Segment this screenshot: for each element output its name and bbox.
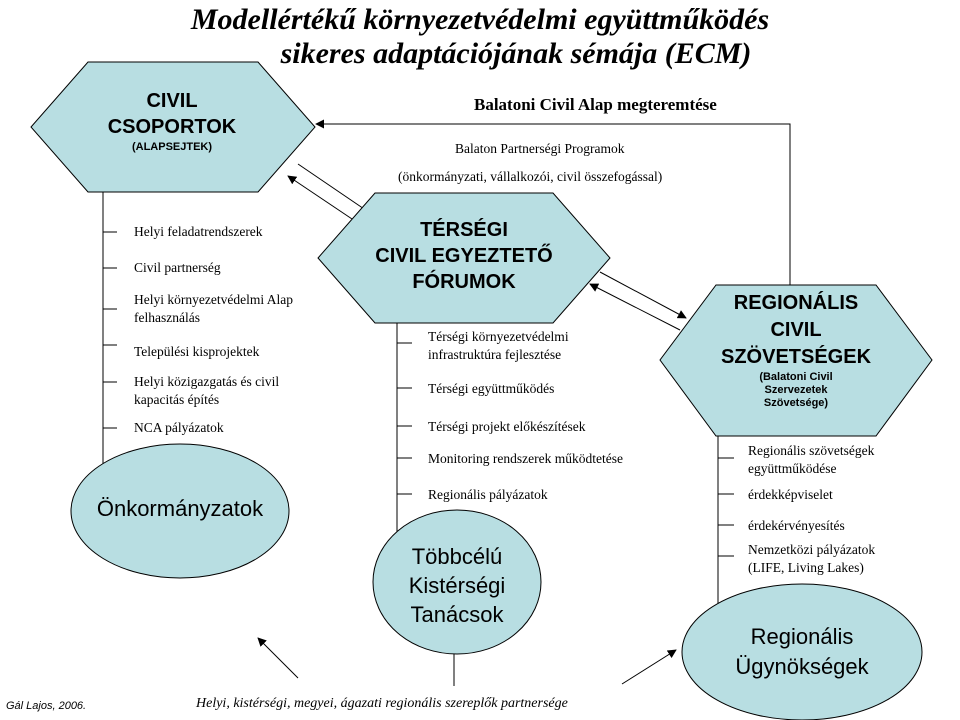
right-item: Regionális szövetségek	[748, 443, 875, 458]
civil-groups-hexagon	[30, 61, 316, 193]
civil-groups-line2: CSOPORTOK	[107, 116, 237, 138]
footer-caption: Helyi, kistérségi, megyei, ágazati regio…	[196, 696, 568, 711]
municipalities-oval	[70, 443, 290, 579]
microregion-councils-label: Többcélú Kistérségi Tanácsok	[380, 542, 534, 629]
regional-federations-label: REGIONÁLIS CIVIL SZÖVETSÉGEK (Balatoni C…	[666, 290, 926, 410]
forum-line1: TÉRSÉGI	[420, 219, 508, 241]
partnership-label-1: Balaton Partnerségi Programok	[455, 141, 625, 156]
mid-item: infrastruktúra fejlesztése	[428, 347, 562, 362]
regional-sub1: (Balatoni Civil	[759, 371, 833, 383]
civil-groups-line1: CIVIL	[146, 90, 198, 112]
mid-ticks	[397, 342, 412, 495]
left-item: Helyi közigazgatás és civil	[134, 374, 280, 389]
title-line-2: sikeres adaptációjának sémája (ECM)	[280, 37, 752, 70]
microregion-line1: Többcélú	[411, 544, 503, 569]
regional-forums-label: TÉRSÉGI CIVIL EGYEZTETŐ FÓRUMOK	[322, 217, 606, 295]
top-arrow-label: Balatoni Civil Alap megteremtése	[474, 95, 717, 114]
left-item: Települési kisprojektek	[134, 344, 260, 359]
regional-agencies-oval	[681, 583, 923, 720]
regional-federations-hexagon	[659, 284, 933, 437]
left-item: kapacitás építés	[134, 392, 220, 407]
left-item: Civil partnerség	[134, 260, 221, 275]
mid-item: Monitoring rendszerek működtetése	[428, 451, 623, 466]
partnership-label-2: (önkormányzati, vállalkozói, civil össze…	[398, 169, 663, 184]
left-ticks	[103, 231, 117, 429]
regional-sub2: Szervezetek	[764, 384, 828, 396]
microregion-councils-oval	[372, 509, 542, 655]
forum-to-regional-arrow	[599, 271, 687, 319]
regional-line1: REGIONÁLIS	[733, 292, 859, 314]
forum-line2: CIVIL EGYEZTETŐ	[375, 245, 553, 267]
bottom-arrow-right	[621, 649, 677, 685]
top-feedback-arrow	[315, 119, 791, 290]
microregion-line3: Tanácsok	[410, 602, 504, 627]
left-item: Helyi környezetvédelmi Alap	[134, 292, 293, 307]
mid-item: Térségi projekt előkészítések	[428, 419, 586, 434]
municipalities-label: Önkormányzatok	[96, 496, 264, 521]
civil-groups-label: CIVIL CSOPORTOK (ALAPSEJTEK)	[40, 88, 304, 154]
left-item: Helyi feladatrendszerek	[134, 224, 263, 239]
civil-groups-sub: (ALAPSEJTEK)	[131, 141, 213, 153]
left-item: NCA pályázatok	[134, 420, 224, 435]
right-ticks	[718, 457, 734, 557]
right-item: érdekérvényesítés	[748, 518, 845, 533]
agencies-line1: Regionális	[750, 624, 854, 649]
regional-agencies-label: Regionális Ügynökségek	[690, 622, 914, 682]
regional-forums-hexagon	[317, 192, 611, 324]
mid-item: Regionális pályázatok	[428, 487, 548, 502]
regional-sub3: Szövetsége)	[763, 397, 829, 409]
right-item: Nemzetközi pályázatok	[748, 542, 876, 557]
title-line-1: Modellértékű környezetvédelmi együttműkö…	[190, 3, 770, 36]
forum-to-civil-arrow	[287, 175, 359, 224]
mid-item: Térségi környezetvédelmi	[428, 329, 569, 344]
mid-item: Térségi együttműködés	[428, 381, 555, 396]
agencies-line2: Ügynökségek	[735, 654, 869, 679]
bottom-arrow-left	[257, 637, 299, 679]
right-item: (LIFE, Living Lakes)	[748, 560, 864, 575]
regional-line2: CIVIL	[770, 319, 822, 341]
regional-line3: SZÖVETSÉGEK	[720, 346, 872, 368]
right-item: érdekképviselet	[748, 487, 833, 502]
forum-line3: FÓRUMOK	[412, 271, 516, 293]
regional-to-forum-arrow	[589, 283, 681, 331]
right-item: együttműködése	[748, 461, 837, 476]
author-credit: Gál Lajos, 2006.	[6, 700, 87, 712]
microregion-line2: Kistérségi	[408, 573, 506, 598]
left-item: felhasználás	[134, 310, 200, 325]
civil-to-forum-arrow	[297, 163, 371, 214]
